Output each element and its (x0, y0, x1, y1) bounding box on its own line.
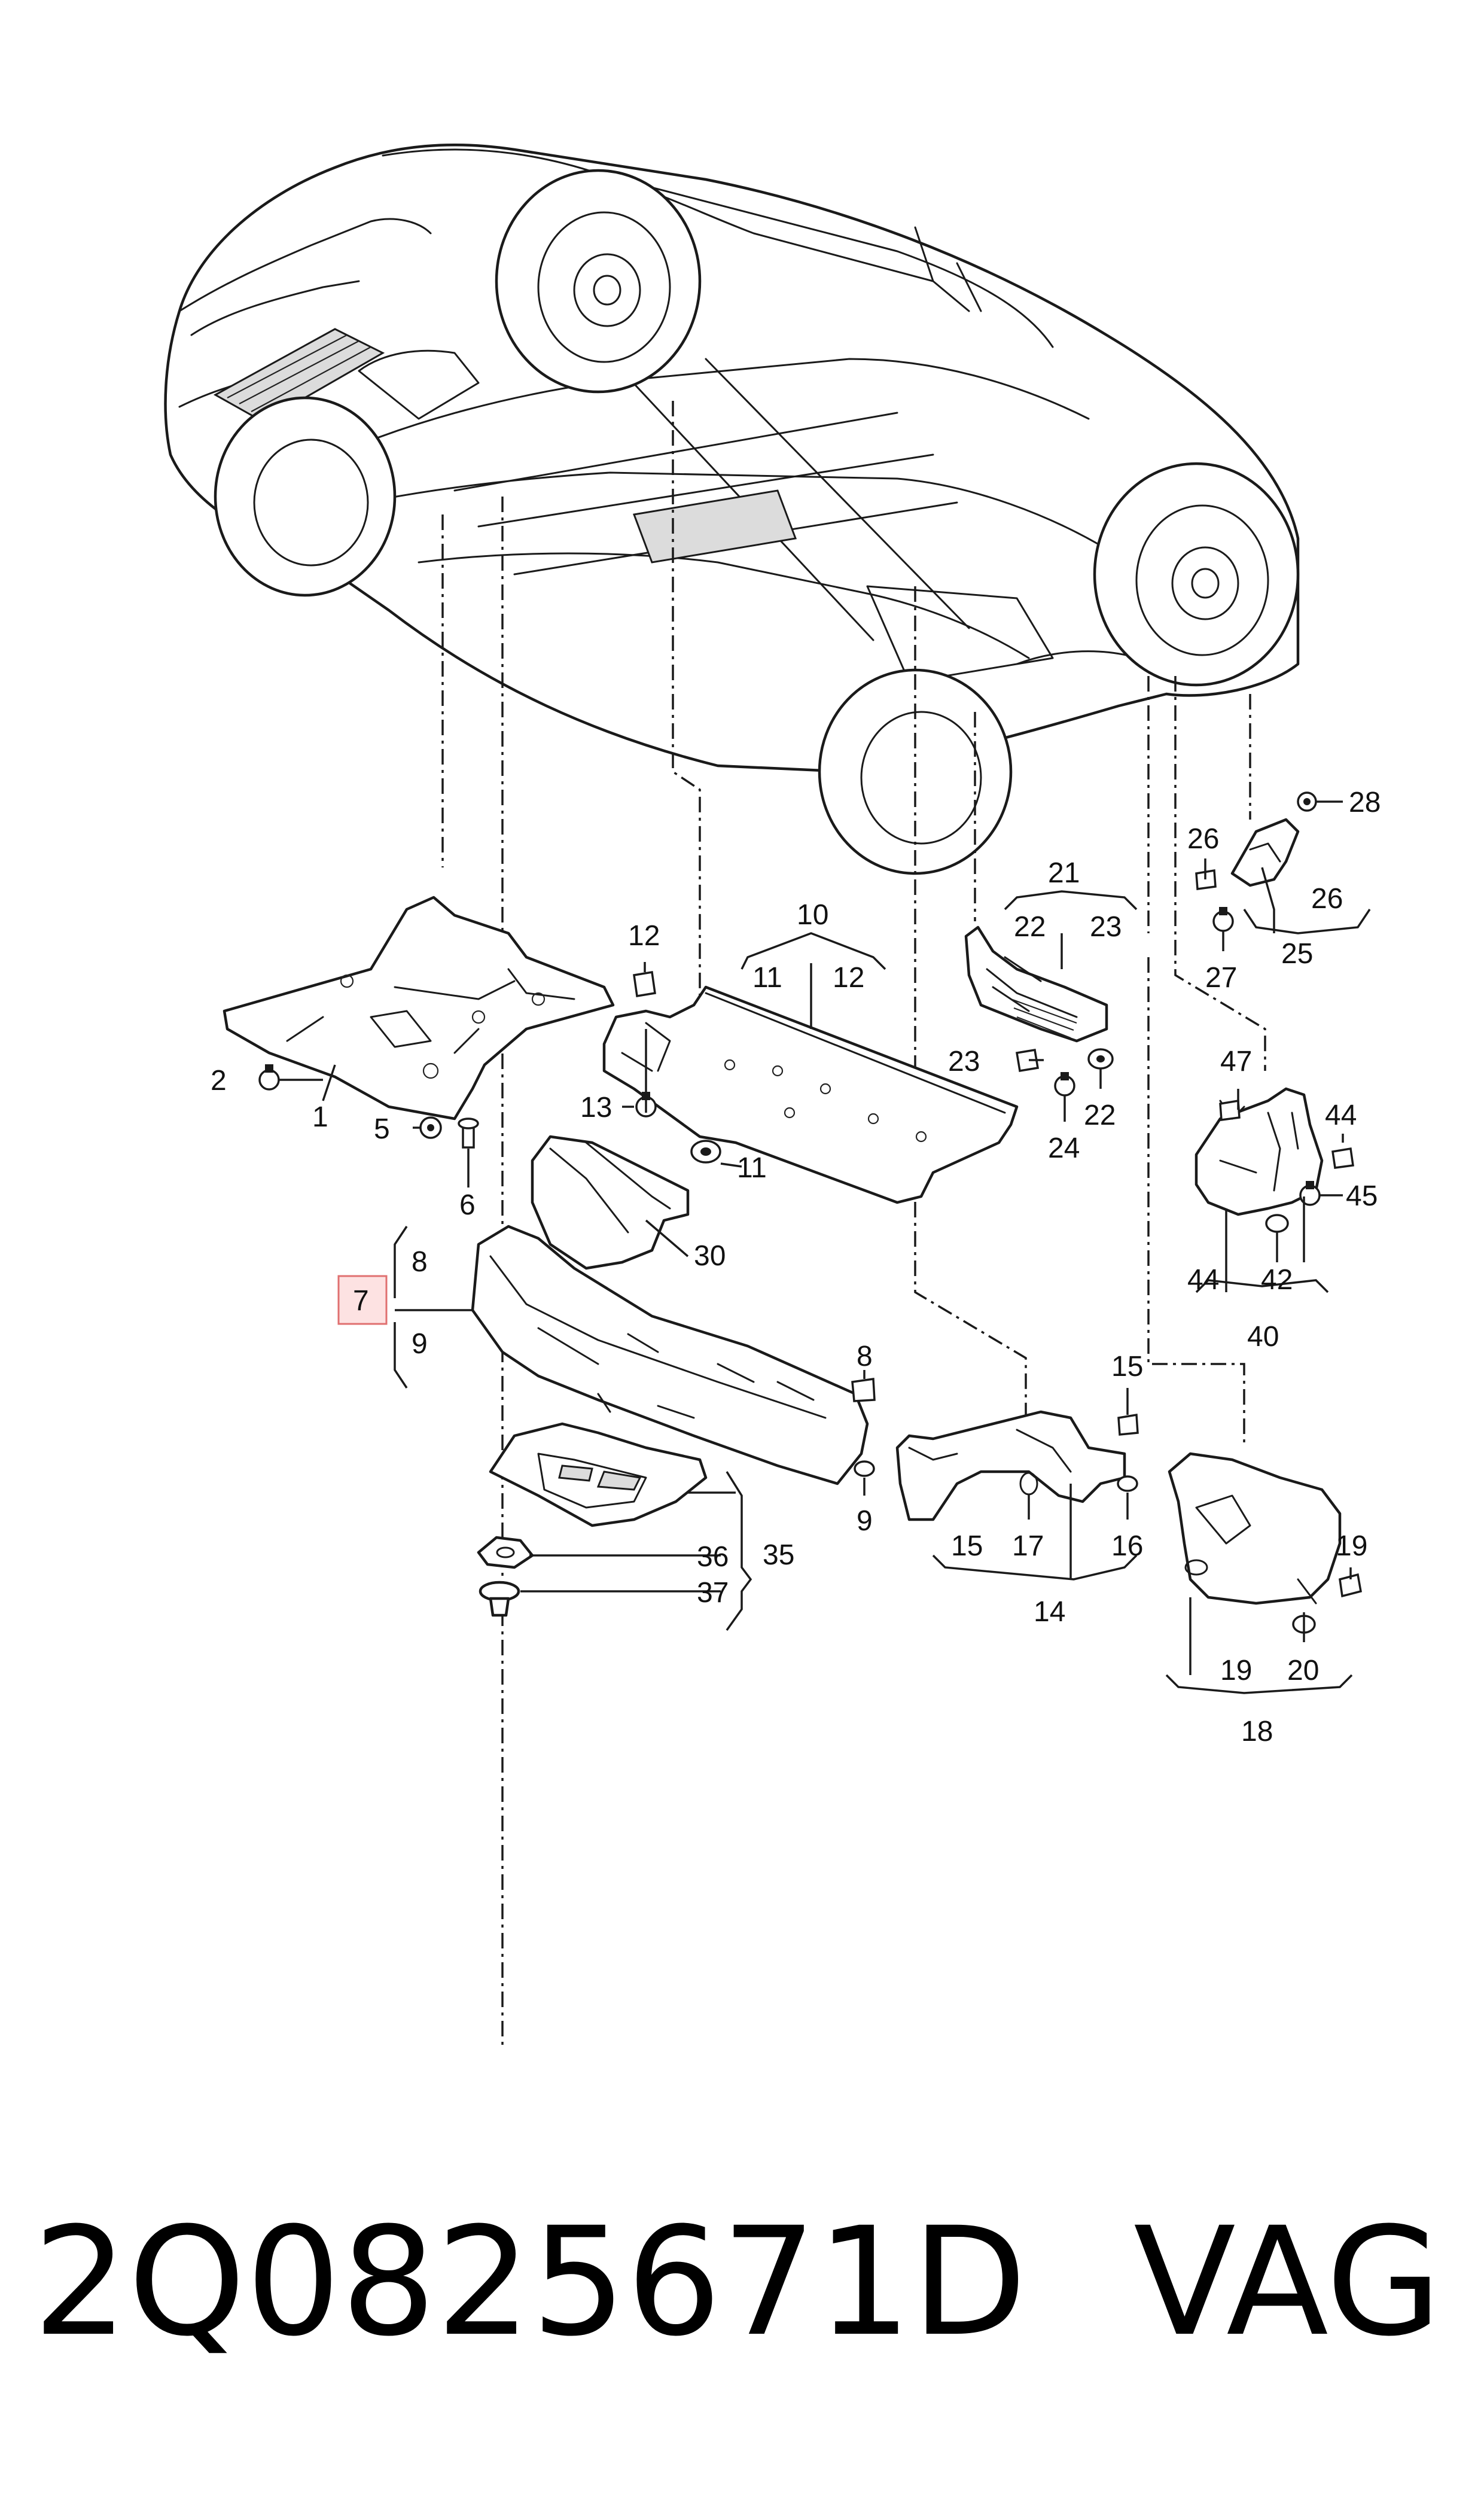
callout-44b: 44 (1187, 1264, 1219, 1296)
fastener-12-clip (633, 970, 656, 998)
fastener-47-clip (1219, 1099, 1241, 1121)
callout-13: 13 (580, 1092, 612, 1123)
fastener-6-screw (458, 1118, 479, 1149)
callout-11a: 11 (752, 962, 782, 994)
brand-label: VAG (1133, 2195, 1442, 2369)
callout-7-highlight (337, 1275, 388, 1325)
part-14-tunnel-front (895, 1410, 1126, 1521)
callout-10: 10 (797, 899, 828, 931)
fastener-44-clip (1331, 1147, 1354, 1169)
fastener-16-nut (1117, 1475, 1138, 1492)
callout-18: 18 (1241, 1716, 1273, 1747)
callout-12a: 12 (833, 962, 864, 994)
callout-26: 26 (1187, 823, 1219, 855)
callout-9b: 9 (857, 1505, 873, 1537)
callout-7: 7 (353, 1285, 369, 1317)
part-number: 2Q0825671D (33, 2195, 1027, 2369)
callout-23: 23 (1090, 911, 1122, 943)
callout-40: 40 (1247, 1321, 1279, 1353)
fastener-15-clip (1117, 1413, 1139, 1436)
callout-15: 15 (1111, 1351, 1143, 1383)
callout-19b: 19 (1220, 1655, 1252, 1686)
fastener-26-clip (1195, 869, 1217, 890)
part-25-bracket (1230, 818, 1300, 887)
callout-36: 36 (697, 1541, 729, 1573)
callout-27: 27 (1205, 962, 1237, 994)
part-36-clip (477, 1536, 534, 1569)
rear-left-wheel (214, 396, 397, 597)
callout-11: 11 (737, 1152, 767, 1184)
rear-right-wheel (495, 169, 702, 394)
fastener-27-screw (1212, 907, 1234, 932)
fastener-9-nut (854, 1460, 875, 1477)
callout-25: 25 (1281, 938, 1313, 970)
callout-15b: 15 (951, 1530, 983, 1562)
part-30-heat-shield (531, 1135, 690, 1270)
callout-30: 30 (694, 1240, 726, 1272)
fastener-23-clip (1015, 1048, 1040, 1073)
callout-37: 37 (697, 1577, 729, 1609)
callout-9: 9 (412, 1328, 428, 1360)
part-37-clip (479, 1581, 520, 1617)
fastener-42-nut (1265, 1214, 1289, 1233)
callout-28: 28 (1349, 787, 1381, 818)
part-10-floor-panel (602, 985, 1019, 1204)
fastener-24-screw (1054, 1072, 1075, 1097)
callout-6: 6 (459, 1189, 476, 1221)
callout-45: 45 (1346, 1180, 1378, 1212)
callout-12: 12 (628, 920, 660, 952)
part-1-underbody-panel (223, 896, 615, 1121)
callout-8: 8 (412, 1246, 428, 1278)
callout-21: 21 (1048, 857, 1080, 889)
fastener-19-clip (1339, 1573, 1363, 1598)
callout-2: 2 (211, 1065, 227, 1097)
callout-20: 20 (1287, 1655, 1319, 1686)
callout-14: 14 (1034, 1596, 1065, 1628)
part-35-cover-plate (489, 1422, 708, 1527)
vehicle-underbody (164, 143, 1300, 875)
part-21-bracket (964, 925, 1108, 1043)
braces (394, 890, 1371, 1694)
callout-19: 19 (1336, 1530, 1367, 1562)
callout-17: 17 (1012, 1530, 1044, 1562)
callout-26b: 26 (1311, 883, 1343, 915)
callout-22: 22 (1014, 911, 1046, 943)
callout-16: 16 (1111, 1530, 1143, 1562)
fastener-11-nut (690, 1140, 721, 1164)
front-right-wheel (1093, 462, 1300, 687)
part-7-tunnel-shield (471, 1225, 869, 1485)
fastener-2-screw (258, 1064, 280, 1091)
callout-24: 24 (1048, 1132, 1080, 1164)
fastener-28-nut (1297, 791, 1317, 812)
callout-8b: 8 (857, 1341, 873, 1372)
callout-5: 5 (374, 1113, 390, 1145)
assembly-lines (441, 401, 1266, 2046)
part-18-wheel-shield (1168, 1452, 1342, 1605)
callout-1: 1 (312, 1101, 328, 1133)
callout-labels: 1 2 5 6 7 8 9 8 9 10 11 12 11 12 13 14 1… (211, 787, 1381, 1747)
fastener-22-nut (1087, 1048, 1114, 1070)
callout-35: 35 (763, 1539, 794, 1571)
fastener-5-nut (419, 1116, 442, 1139)
callout-22b: 22 (1084, 1100, 1116, 1131)
fasteners (258, 791, 1363, 1634)
callout-42: 42 (1261, 1264, 1293, 1296)
callout-23b: 23 (948, 1046, 980, 1077)
leader-lines (279, 800, 1352, 1675)
callout-44: 44 (1325, 1100, 1357, 1131)
callout-47: 47 (1220, 1046, 1252, 1077)
fastener-8-clip (851, 1377, 876, 1402)
